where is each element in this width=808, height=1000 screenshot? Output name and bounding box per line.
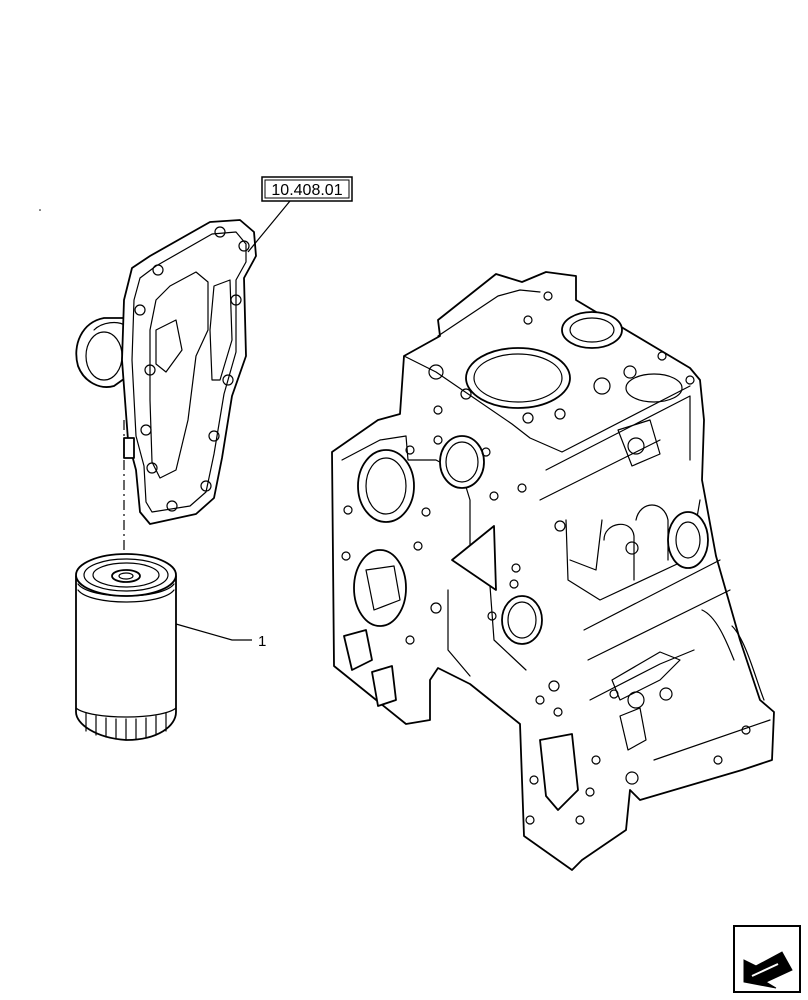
reference-label: 10.408.01: [271, 182, 342, 199]
return-arrow-icon[interactable]: [733, 925, 801, 993]
filter-head-plate: [75, 219, 257, 525]
engine-block: [331, 271, 775, 871]
callout-label: 1: [258, 633, 266, 650]
stray-dot: [39, 209, 41, 211]
reference-leader: [247, 200, 291, 253]
oil-filter: [75, 553, 177, 741]
reference-box[interactable]: 10.408.01: [261, 176, 353, 202]
callout-1: 1: [175, 623, 266, 650]
